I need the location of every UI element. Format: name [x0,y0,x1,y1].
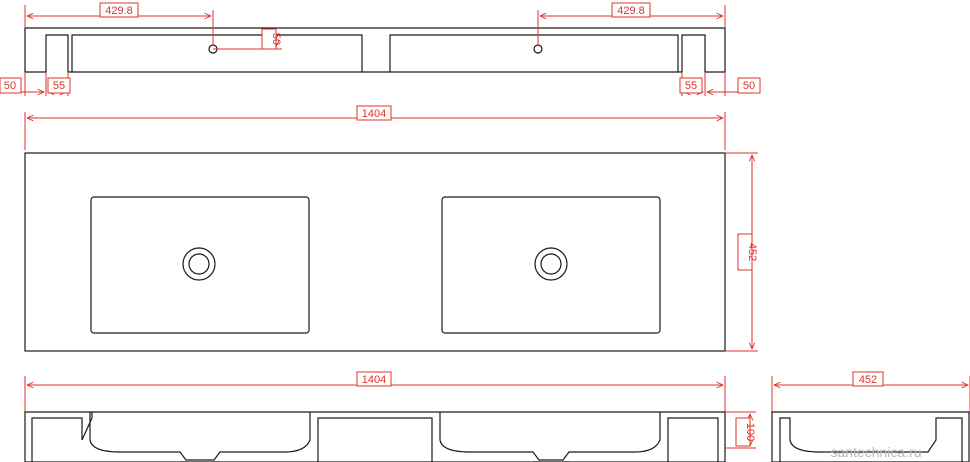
left-basin [90,196,310,334]
right-basin [441,196,661,334]
right-drain-hole [533,44,543,54]
left-drain [182,247,216,281]
dim-label-front-height: 100 [744,423,756,441]
dim-drain-depth: 50 [213,28,282,50]
dim-front-width: 1404 [24,371,726,412]
dim-label-front-width: 1404 [362,374,386,386]
dim-top-right: 429.8 [537,2,726,45]
watermark: santechnica.ru [830,444,921,460]
dim-plan-depth: 452 [725,152,758,352]
countertop-outline [24,152,726,352]
dim-label-plan-depth: 452 [746,243,758,261]
dim-label-left-gap: 55 [53,80,65,92]
dim-side-depth: 452 [771,371,970,412]
dim-label-plan-width: 1404 [362,108,386,120]
dim-left-edge: 50 [0,72,47,96]
side-view [771,411,970,462]
dim-top-left: 429.8 [24,2,214,45]
dim-plan-width: 1404 [24,105,726,150]
dim-right-edge: 50 [707,72,761,96]
dim-label-right-edge: 50 [743,80,755,92]
dim-label-drain-depth: 50 [270,33,282,45]
dim-label-side-depth: 452 [859,374,877,386]
front-view [24,411,726,462]
right-drain [534,247,568,281]
dim-label-top-left: 429.8 [105,5,133,17]
dim-right-gap: 55 [679,72,706,96]
dim-left-gap: 55 [48,72,71,96]
dim-label-top-right: 429.8 [617,5,645,17]
dim-label-left-edge: 50 [4,80,16,92]
dim-label-right-gap: 55 [685,80,697,92]
dim-front-height: 100 [725,411,756,449]
plan-view [24,152,726,352]
top-section-view [24,27,726,73]
